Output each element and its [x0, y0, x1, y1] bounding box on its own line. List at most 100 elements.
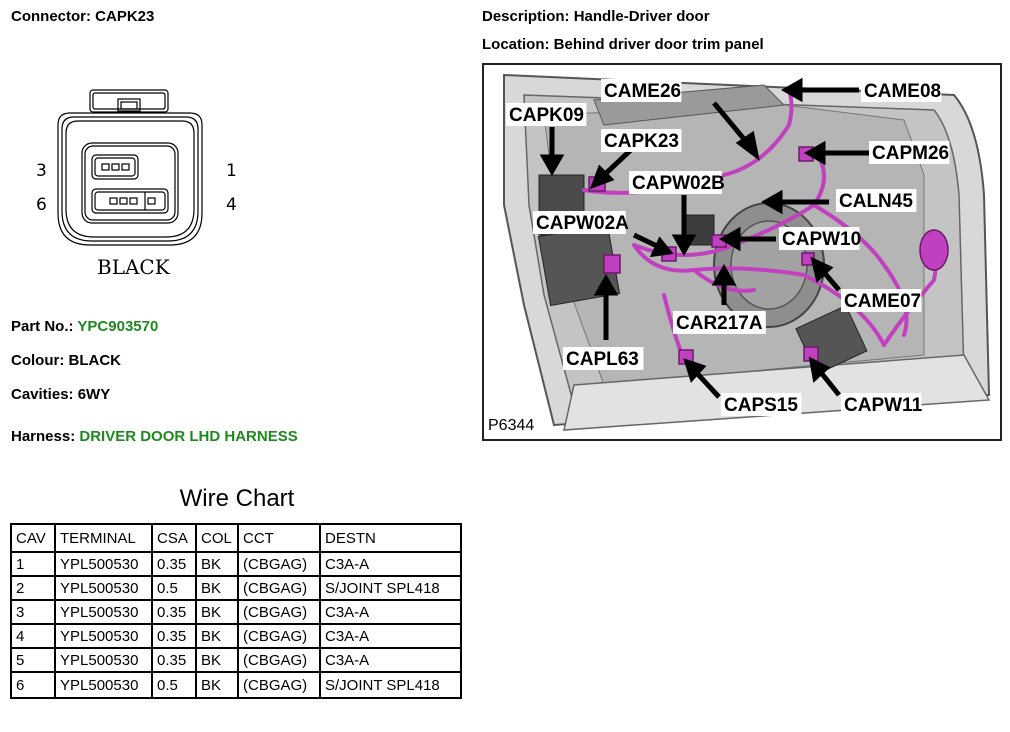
callout-background: [563, 347, 644, 370]
callout-background: [861, 79, 942, 102]
callout-background: [869, 141, 950, 164]
table-cell-cav: 6: [12, 673, 56, 697]
pin-label-1: 1: [226, 161, 237, 181]
location-line: Location: Behind driver door trim panel: [482, 36, 764, 53]
callout-background: [533, 211, 626, 234]
table-cell-csa: 0.35: [153, 601, 197, 625]
callout-came07: CAME07: [844, 291, 921, 312]
table-cell-cav: 5: [12, 649, 56, 673]
table-cell-csa: 0.35: [153, 625, 197, 649]
callout-car217a: CAR217A: [676, 313, 763, 334]
connector-face-icon: [57, 89, 203, 246]
location-value: Behind driver door trim panel: [553, 36, 764, 53]
callout-background: [779, 227, 860, 250]
callout-came08: CAME08: [864, 81, 941, 102]
cavities-line: Cavities: 6WY: [11, 386, 110, 403]
callout-capw02b: CAPW02B: [632, 173, 725, 194]
callout-background: [673, 311, 766, 334]
colour-value: BLACK: [68, 352, 122, 369]
table-cell-terminal: YPL500530: [56, 649, 153, 673]
callout-came26: CAME26: [604, 81, 681, 102]
callout-capw11: CAPW11: [844, 395, 923, 416]
table-cell-terminal: YPL500530: [56, 577, 153, 601]
cavities-label: Cavities:: [11, 386, 74, 403]
pin-label-4: 4: [226, 195, 237, 215]
table-cell-cav: 1: [12, 553, 56, 577]
table-cell-cav: 4: [12, 625, 56, 649]
callout-background: [721, 393, 802, 416]
pin-label-3: 3: [36, 161, 47, 181]
table-cell-cct: (CBGAG): [239, 625, 321, 649]
photo-reference: P6344: [488, 417, 535, 434]
table-cell-cct: (CBGAG): [239, 577, 321, 601]
callout-capw10: CAPW10: [782, 229, 861, 250]
callout-background: [629, 171, 722, 194]
connector-label: Connector:: [11, 8, 91, 25]
callout-background: [601, 79, 682, 102]
part-no-value: YPC903570: [77, 318, 159, 335]
table-cell-destn: C3A-A: [321, 625, 460, 649]
table-cell-cct: (CBGAG): [239, 553, 321, 577]
table-cell-col: BK: [197, 625, 239, 649]
table-cell-destn: S/JOINT SPL418: [321, 577, 460, 601]
callout-caln45: CALN45: [839, 191, 913, 212]
wire-chart-header-row: CAV TERMINAL CSA COL CCT DESTN: [12, 525, 460, 553]
col-header-terminal: TERMINAL: [56, 525, 153, 553]
col-header-csa: CSA: [153, 525, 197, 553]
table-cell-destn: S/JOINT SPL418: [325, 676, 440, 694]
connector-face-diagram: 3 1 6 4 BLACK: [30, 85, 250, 285]
pin-label-6: 6: [36, 195, 47, 215]
table-cell-col: BK: [197, 673, 239, 697]
table-cell-csa: 0.5: [153, 673, 197, 697]
harness-line: Harness: DRIVER DOOR LHD HARNESS: [11, 428, 298, 445]
col-header-col: COL: [197, 525, 239, 553]
table-cell-csa: 0.35: [153, 649, 197, 673]
description-line: Description: Handle-Driver door: [482, 8, 710, 25]
callout-background: [841, 289, 922, 312]
colour-label: Colour:: [11, 352, 65, 369]
table-cell-cav: 2: [12, 577, 56, 601]
table-cell-col: BK: [197, 601, 239, 625]
table-cell-destn: C3A-A: [321, 553, 460, 577]
table-cell-col: BK: [197, 577, 239, 601]
table-cell-cct: (CBGAG): [239, 601, 321, 625]
description-label: Description:: [482, 8, 570, 25]
table-cell-csa: 0.5: [153, 577, 197, 601]
col-header-cav: CAV: [12, 525, 56, 553]
location-label: Location:: [482, 36, 550, 53]
table-cell-cct: (CBGAG): [239, 649, 321, 673]
callout-capk23: CAPK23: [604, 131, 679, 152]
connector-value: CAPK23: [95, 8, 155, 25]
callout-background: [841, 393, 922, 416]
table-cell-terminal: YPL500530: [56, 553, 153, 577]
callout-background: [836, 189, 917, 212]
colour-line: Colour: BLACK: [11, 352, 121, 369]
table-cell-terminal: YPL500530: [56, 601, 153, 625]
harness-value: DRIVER DOOR LHD HARNESS: [79, 428, 298, 445]
table-cell-col: BK: [197, 649, 239, 673]
table-cell-csa: 0.35: [153, 553, 197, 577]
callout-background: [506, 103, 587, 126]
table-cell-terminal: YPL500530: [56, 625, 153, 649]
table-cell-terminal: YPL500530: [56, 673, 153, 697]
col-header-destn: DESTN: [321, 525, 460, 553]
col-header-cct: CCT: [239, 525, 321, 553]
callout-caps15: CAPS15: [724, 395, 798, 416]
table-cell-col: BK: [197, 553, 239, 577]
callout-capw02a: CAPW02A: [536, 213, 629, 234]
cavities-value: 6WY: [77, 386, 111, 403]
diagram-colour-text: BLACK: [97, 255, 170, 279]
part-no-line: Part No.: YPC903570: [11, 318, 158, 335]
table-cell-cct: (CBGAG): [239, 673, 321, 697]
wire-chart-title: Wire Chart: [179, 485, 295, 512]
description-value: Handle-Driver door: [573, 8, 710, 25]
